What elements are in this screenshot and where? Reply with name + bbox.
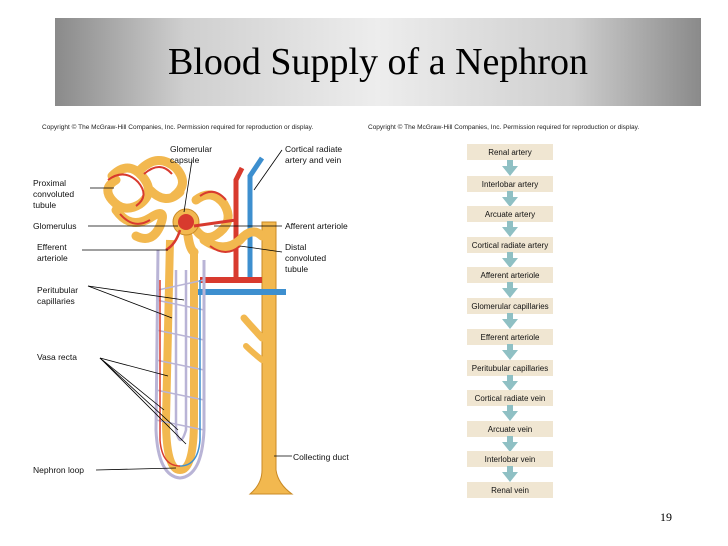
flow-step-cortical-radiate-artery: Cortical radiate artery xyxy=(467,237,553,253)
flow-arrow xyxy=(502,191,518,207)
label-afferent-arteriole: Afferent arteriole xyxy=(285,221,348,231)
flow-arrow xyxy=(502,221,518,237)
flow-step-interlobar-vein: Interlobar vein xyxy=(467,451,553,467)
flow-step-glomerular-capillaries: Glomerular capillaries xyxy=(467,298,553,314)
flow-step-cortical-radiate-vein: Cortical radiate vein xyxy=(467,390,553,406)
slide-title: Blood Supply of a Nephron xyxy=(167,41,589,83)
flow-step-arcuate-vein: Arcuate vein xyxy=(467,421,553,437)
page-number: 19 xyxy=(660,510,672,524)
distal-tubule-cluster xyxy=(183,190,267,257)
label-distal-tubule: Distal convoluted tubule xyxy=(285,242,327,274)
label-proximal-tubule: Proximal convoluted tubule xyxy=(33,178,75,210)
flow-step-renal-vein: Renal vein xyxy=(467,482,553,498)
flow-arrow xyxy=(502,252,518,268)
peritubular-capillaries-proximal xyxy=(107,166,173,225)
flow-arrow xyxy=(502,282,518,298)
flow-step-afferent-arteriole: Afferent arteriole xyxy=(467,267,553,283)
label-glomerular-capsule: Glomerular capsule xyxy=(170,144,213,165)
peritubular-capillaries-distal xyxy=(199,190,241,253)
flow-step-arcuate-artery: Arcuate artery xyxy=(467,206,553,222)
efferent-arteriole xyxy=(165,229,182,252)
flow-step-renal-artery: Renal artery xyxy=(467,144,553,160)
flow-step-efferent-arteriole: Efferent arteriole xyxy=(467,329,553,345)
copyright-right: Copyright © The McGraw-Hill Companies, I… xyxy=(368,124,640,131)
collecting-duct xyxy=(248,221,294,495)
cortical-radiate-vein xyxy=(247,156,265,280)
flow-step-peritubular-capillaries: Peritubular capillaries xyxy=(467,360,553,376)
vasa-recta-inner xyxy=(174,270,188,442)
flow-arrow xyxy=(502,375,518,391)
leader-lines xyxy=(82,149,292,471)
copyright-left: Copyright © The McGraw-Hill Companies, I… xyxy=(42,124,314,131)
flow-arrow xyxy=(502,436,518,452)
flow-arrow xyxy=(502,405,518,421)
label-efferent-arteriole: Efferent arteriole xyxy=(37,242,68,263)
title-bar: Blood Supply of a Nephron xyxy=(55,18,701,106)
descending-limb xyxy=(161,239,198,475)
vasa-recta xyxy=(154,249,206,480)
collecting-duct-branch-2 xyxy=(243,343,265,363)
flow-arrow xyxy=(502,160,518,176)
vasa-recta-net xyxy=(155,279,205,431)
flow-step-interlobar-artery: Interlobar artery xyxy=(467,176,553,192)
label-collecting-duct: Collecting duct xyxy=(293,452,349,462)
flow-arrow xyxy=(502,344,518,360)
glomerulus xyxy=(178,214,194,230)
collecting-duct-branch xyxy=(240,314,266,342)
label-glomerulus: Glomerulus xyxy=(33,221,77,231)
label-vasa-recta: Vasa recta xyxy=(37,352,78,362)
vasa-recta-red xyxy=(159,280,181,467)
proximal-tubule-cluster xyxy=(103,156,187,243)
flow-arrow xyxy=(502,313,518,329)
label-cortical-radiate: Cortical radiate artery and vein xyxy=(285,144,343,165)
flow-arrow xyxy=(502,466,518,482)
label-peritubular-capillaries: Peritubular capillaries xyxy=(37,285,79,306)
afferent-arteriole xyxy=(193,218,237,228)
cortical-radiate-artery xyxy=(233,166,245,280)
vasa-recta-blue xyxy=(179,280,201,467)
label-nephron-loop: Nephron loop xyxy=(33,465,85,475)
